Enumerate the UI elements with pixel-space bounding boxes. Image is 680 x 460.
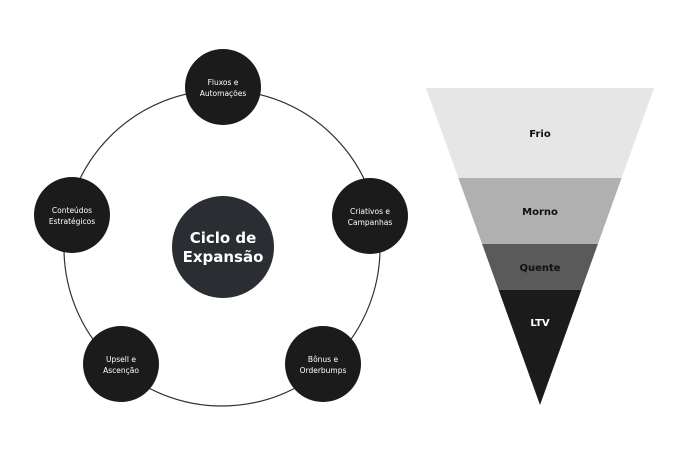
- funnel-stage-quente: [482, 244, 598, 290]
- cycle-node-label: Ascenção: [103, 366, 139, 375]
- cycle-node-bonus: [285, 326, 361, 402]
- cycle-node-upsell: [83, 326, 159, 402]
- funnel-stage-label: Quente: [519, 263, 560, 274]
- cycle-node-label: Orderbumps: [300, 366, 347, 375]
- funnel-stage-label: LTV: [530, 318, 550, 329]
- funnel-stage-frio: [426, 88, 654, 178]
- cycle-node-label: Upsell e: [106, 355, 136, 364]
- cycle-node-label: Fluxos e: [208, 78, 239, 87]
- funnel-stage-morno: [458, 178, 622, 244]
- cycle-node-label: Automações: [200, 89, 247, 98]
- funnel-stage-ltv: [498, 290, 582, 405]
- cycle-node-criativos: [332, 178, 408, 254]
- cycle-center: [172, 196, 274, 298]
- cycle-node-label: Estratégicos: [49, 217, 95, 226]
- cycle-node-label: Bônus e: [308, 355, 339, 364]
- cycle-node-label: Campanhas: [348, 218, 393, 227]
- funnel-stage-label: Frio: [529, 129, 551, 140]
- cycle-node-label: Criativos e: [350, 207, 390, 216]
- cycle-node-conteudos: [34, 177, 110, 253]
- cycle-node-label: Conteúdos: [52, 206, 92, 215]
- funnel-stage-label: Morno: [522, 207, 558, 218]
- cycle-center-label-line1: Ciclo de: [190, 229, 257, 247]
- expansion-cycle: Ciclo de Expansão Fluxos e AutomaçõesCria…: [34, 49, 408, 407]
- cycle-node-fluxos: [185, 49, 261, 125]
- cycle-center-label-line2: Expansão: [183, 248, 264, 266]
